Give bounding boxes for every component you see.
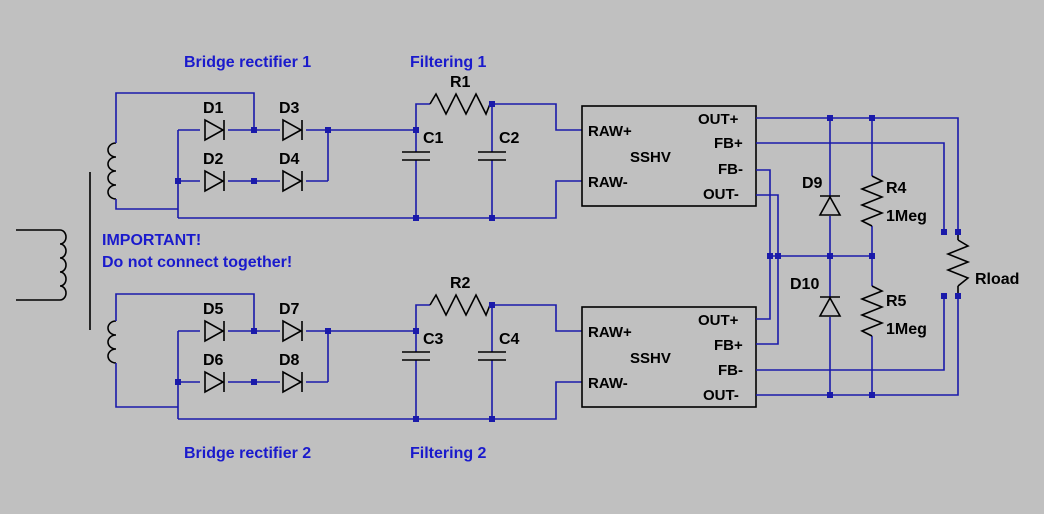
important-note-line2: Do not connect together! bbox=[102, 254, 292, 271]
bottom-channel-wiring bbox=[107, 293, 582, 420]
r2-label: R2 bbox=[450, 275, 471, 292]
resistor-r2 bbox=[429, 293, 491, 317]
diode-d9 bbox=[818, 195, 842, 216]
diode-d10 bbox=[818, 296, 842, 317]
rload-label: Rload bbox=[975, 271, 1019, 288]
d1-label: D1 bbox=[203, 100, 224, 117]
d5-label: D5 bbox=[203, 301, 224, 318]
c1-label: C1 bbox=[423, 130, 444, 147]
diode-d6 bbox=[204, 370, 225, 394]
d7-label: D7 bbox=[279, 301, 300, 318]
r1-label: R1 bbox=[450, 74, 471, 91]
r5-value: 1Meg bbox=[886, 321, 927, 338]
module2-fb-plus: FB+ bbox=[714, 337, 743, 354]
transformer-primary bbox=[16, 172, 91, 330]
module1-name: SSHV bbox=[630, 149, 671, 166]
d3-label: D3 bbox=[279, 100, 300, 117]
bridge-rectifier-2-label: Bridge rectifier 2 bbox=[184, 445, 311, 462]
resistor-rload bbox=[945, 232, 971, 296]
module2-name: SSHV bbox=[630, 350, 671, 367]
diode-d4 bbox=[282, 169, 303, 193]
diode-d2 bbox=[204, 169, 225, 193]
d6-label: D6 bbox=[203, 352, 224, 369]
capacitor-c3 bbox=[402, 351, 430, 361]
capacitor-c1 bbox=[402, 151, 430, 161]
module2-out-minus: OUT- bbox=[703, 387, 739, 404]
c3-label: C3 bbox=[423, 331, 444, 348]
d4-label: D4 bbox=[279, 151, 300, 168]
filtering-2-label: Filtering 2 bbox=[410, 445, 487, 462]
sshv-module-1: RAW+ RAW- SSHV OUT+ FB+ FB- OUT- bbox=[581, 105, 757, 207]
diode-d1 bbox=[204, 118, 225, 142]
module1-fb-minus: FB- bbox=[718, 161, 743, 178]
module2-fb-minus: FB- bbox=[718, 362, 743, 379]
module1-out-plus: OUT+ bbox=[698, 111, 739, 128]
filtering-1-label: Filtering 1 bbox=[410, 54, 487, 71]
resistor-r4 bbox=[859, 175, 885, 227]
d10-label: D10 bbox=[790, 276, 819, 293]
diode-d7 bbox=[282, 319, 303, 343]
module2-raw-plus: RAW+ bbox=[588, 324, 632, 341]
r5-label: R5 bbox=[886, 293, 907, 310]
c4-label: C4 bbox=[499, 331, 520, 348]
junction-dots bbox=[175, 101, 961, 422]
resistor-r1 bbox=[429, 92, 491, 116]
resistor-r5 bbox=[859, 285, 885, 337]
d9-label: D9 bbox=[802, 175, 823, 192]
module1-raw-plus: RAW+ bbox=[588, 123, 632, 140]
diode-d5 bbox=[204, 319, 225, 343]
output-network-wiring bbox=[756, 117, 959, 396]
d8-label: D8 bbox=[279, 352, 300, 369]
capacitor-c4 bbox=[478, 351, 506, 361]
module1-raw-minus: RAW- bbox=[588, 174, 628, 191]
module1-out-minus: OUT- bbox=[703, 186, 739, 203]
r4-label: R4 bbox=[886, 180, 907, 197]
sshv-module-2: RAW+ RAW- SSHV OUT+ FB+ FB- OUT- bbox=[581, 306, 757, 408]
important-note-line1: IMPORTANT! bbox=[102, 232, 201, 249]
bridge-rectifier-1-label: Bridge rectifier 1 bbox=[184, 54, 311, 71]
module1-fb-plus: FB+ bbox=[714, 135, 743, 152]
top-channel-wiring bbox=[107, 92, 582, 219]
diode-d8 bbox=[282, 370, 303, 394]
module2-out-plus: OUT+ bbox=[698, 312, 739, 329]
r4-value: 1Meg bbox=[886, 208, 927, 225]
diode-d3 bbox=[282, 118, 303, 142]
module2-raw-minus: RAW- bbox=[588, 375, 628, 392]
capacitor-c2 bbox=[478, 151, 506, 161]
d2-label: D2 bbox=[203, 151, 224, 168]
c2-label: C2 bbox=[499, 130, 520, 147]
